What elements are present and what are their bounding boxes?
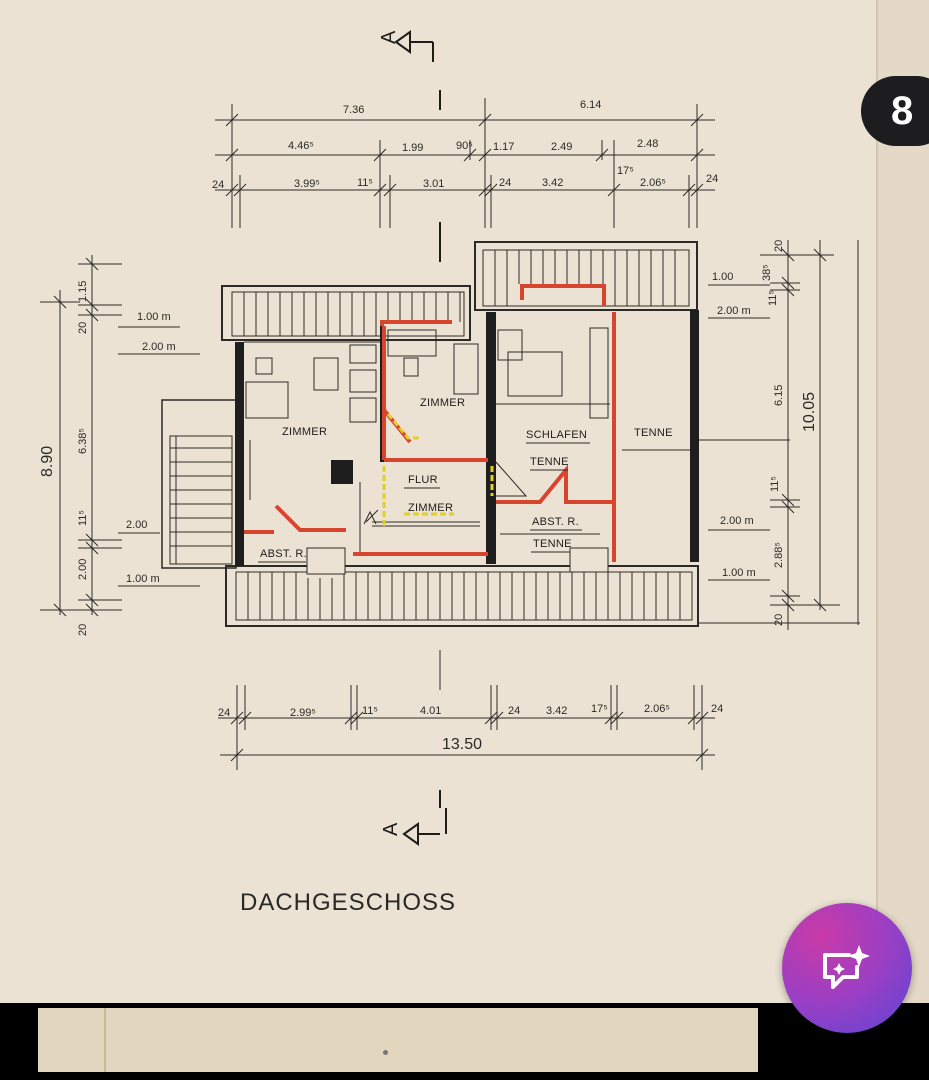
room-label-underlines	[258, 442, 590, 563]
dim-right-1-00: 1.00	[712, 271, 733, 283]
room-zimmer-mid: ZIMMER	[420, 397, 465, 409]
floor-plan-drawing: A	[39, 30, 860, 916]
section-label-bottom: A	[380, 822, 402, 836]
dim-bottom-17: 17⁵	[591, 703, 608, 715]
drawing-title: DACHGESCHOSS	[240, 889, 456, 916]
section-marker-top	[394, 30, 441, 262]
dim-top-24a: 24	[212, 179, 224, 191]
yellow-walls	[382, 413, 494, 528]
outer-walls	[235, 310, 699, 566]
room-tenne-right: TENNE	[634, 427, 673, 439]
room-tenne-small: TENNE	[530, 456, 569, 468]
dim-top-17: 17⁵	[617, 165, 634, 177]
ai-chat-sparkle-icon	[823, 945, 870, 989]
dim-top-2-49: 2.49	[551, 141, 572, 153]
dim-top-24c: 24	[706, 173, 718, 185]
dim-right-1-00m: 1.00 m	[722, 567, 756, 579]
page-mark	[383, 1050, 388, 1055]
top-dimension-values: 7.36 6.14 4.46⁵ 1.99 90⁵ 1.17 2.49 2.48 …	[212, 99, 718, 191]
dim-bottom-4-01: 4.01	[420, 705, 441, 717]
dim-right-10-05: 10.05	[801, 392, 818, 432]
dim-left-1-00m-b: 1.00 m	[126, 573, 160, 585]
room-zimmer-left: ZIMMER	[282, 426, 327, 438]
room-abst-left: ABST. R.	[260, 548, 307, 560]
roof-overhang-bottom	[225, 547, 699, 627]
dim-left-1-15: 1.15	[77, 281, 89, 302]
room-zimmer-flur: ZIMMER	[408, 502, 453, 514]
next-page-preview[interactable]	[38, 1008, 758, 1072]
dim-bottom-24b: 24	[508, 705, 520, 717]
page-number-badge: 8	[861, 76, 929, 146]
page-margin-line	[104, 1008, 106, 1072]
bottom-dimension-lines	[218, 650, 715, 770]
dim-top-11: 11⁵	[357, 177, 373, 189]
dim-bottom-3-42: 3.42	[546, 705, 567, 717]
dim-left-1-00m: 1.00 m	[137, 311, 171, 323]
dim-bottom-24c: 24	[711, 703, 723, 715]
ai-assistant-button[interactable]	[782, 903, 912, 1033]
dim-right-20a: 20	[773, 240, 785, 252]
dim-top-2-06: 2.06⁵	[640, 177, 666, 189]
room-schlafen: SCHLAFEN	[526, 429, 587, 441]
dim-right-6-15: 6.15	[773, 385, 785, 406]
dim-left-2-00: 2.00	[77, 559, 89, 580]
dim-top-7-36: 7.36	[343, 104, 364, 116]
dim-top-24b: 24	[499, 177, 511, 189]
section-marker-bottom	[402, 790, 447, 846]
dim-right-20b: 20	[773, 614, 785, 626]
flur-diagonals	[363, 461, 528, 525]
section-label-top: A	[378, 30, 400, 44]
dim-right-38: 38⁵	[761, 264, 773, 281]
room-flur: FLUR	[408, 474, 438, 486]
dim-right-2-00m: 2.00 m	[717, 305, 751, 317]
sheet-edge	[876, 0, 929, 1003]
page-number: 8	[891, 89, 914, 133]
dim-right-2-88: 2.88⁵	[773, 542, 785, 568]
left-dimension-values: 8.90 1.15 20 6.38⁵ 11⁵ 2.00 20 1.00 m 2.…	[39, 281, 176, 636]
room-tenne-bottom: TENNE	[533, 538, 572, 550]
dim-left-20a: 20	[77, 322, 89, 334]
dim-left-2-00m: 2.00 m	[142, 341, 176, 353]
right-dimension-lines	[708, 240, 859, 630]
dim-top-90: 90⁵	[456, 140, 473, 152]
room-abst-right: ABST. R.	[532, 516, 579, 528]
top-dimension-lines	[215, 98, 715, 228]
dim-right-2-00m-b: 2.00 m	[720, 515, 754, 527]
left-dimension-lines	[40, 255, 200, 617]
dim-bottom-2-99: 2.99⁵	[290, 707, 316, 719]
dim-top-4-46: 4.46⁵	[288, 140, 314, 152]
left-stair	[161, 399, 237, 569]
dim-top-3-42: 3.42	[542, 177, 563, 189]
dim-bottom-13-50: 13.50	[442, 736, 482, 753]
dim-top-6-14: 6.14	[580, 99, 601, 111]
dim-bottom-11: 11⁵	[362, 705, 378, 717]
dim-left-6-38: 6.38⁵	[77, 428, 89, 454]
dim-left-2-00b: 2.00	[126, 519, 147, 531]
dim-top-1-99: 1.99	[402, 142, 423, 154]
interior-lines	[244, 327, 860, 624]
roof-overhang-top-left	[221, 285, 471, 341]
dim-top-3-99: 3.99⁵	[294, 178, 320, 190]
dim-top-2-48: 2.48	[637, 138, 658, 150]
dim-bottom-24a: 24	[218, 707, 230, 719]
right-dimension-values: 10.05 20 38⁵ 11⁵ 6.15 11⁵ 2.88⁵ 20 1.00 …	[712, 240, 818, 626]
dim-top-1-17: 1.17	[493, 141, 514, 153]
bottom-dimension-values: 24 2.99⁵ 11⁵ 4.01 24 3.42 17⁵ 2.06⁵ 24 1…	[218, 703, 723, 753]
dim-right-11b: 11⁵	[769, 476, 781, 492]
dim-top-3-01: 3.01	[423, 178, 444, 190]
dim-right-11a: 11⁵	[767, 290, 779, 306]
floor-plan-sheet: A	[0, 0, 929, 1003]
dim-left-20b: 20	[77, 624, 89, 636]
roof-overhang-top-right	[474, 241, 698, 311]
room-labels: ZIMMER ZIMMER SCHLAFEN TENNE TENNE FLUR …	[260, 397, 673, 560]
dim-bottom-2-06: 2.06⁵	[644, 703, 670, 715]
dim-left-11: 11⁵	[77, 510, 89, 526]
dim-left-8-90: 8.90	[39, 446, 56, 477]
